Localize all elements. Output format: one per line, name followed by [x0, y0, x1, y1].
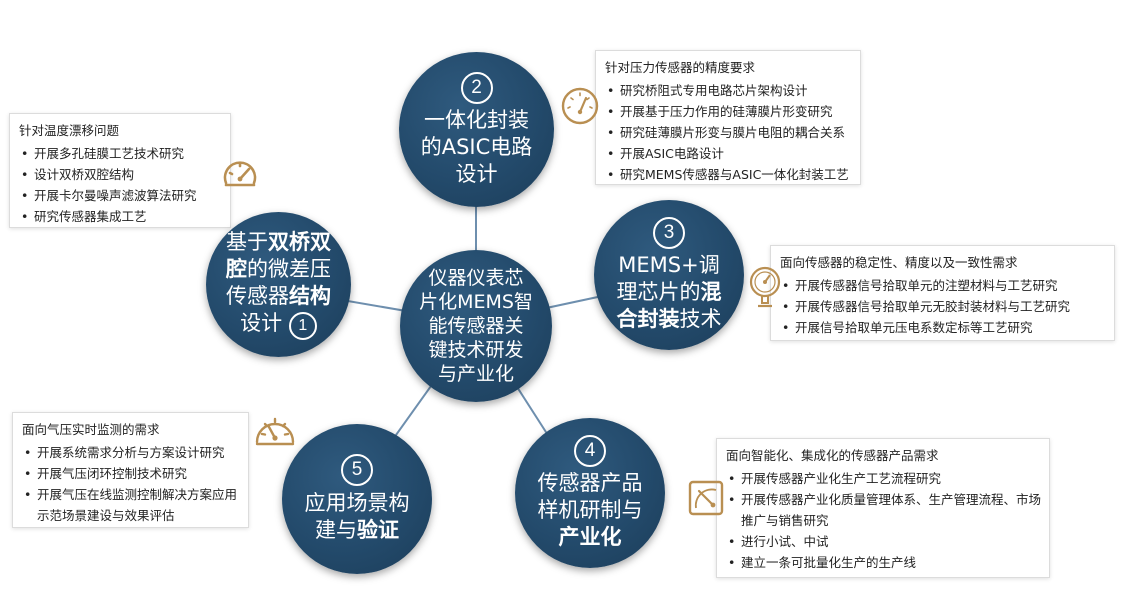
- node-line: 设计 1: [240, 310, 317, 340]
- list-item: 开展系统需求分析与方案设计研究: [22, 442, 240, 463]
- list-item: 开展基于压力作用的硅薄膜片形变研究: [605, 101, 852, 122]
- list-item: 开展传感器信号拾取单元的注塑材料与工艺研究: [780, 275, 1106, 296]
- node-line: 合封装技术: [617, 306, 722, 333]
- info-box-heading: 面向气压实时监测的需求: [22, 422, 160, 437]
- node-text: 样机研制与: [537, 498, 643, 522]
- node-number-badge: 5: [341, 454, 373, 486]
- node-line: 腔的微差压: [226, 256, 331, 283]
- node-number-badge: 4: [574, 435, 606, 467]
- meter-icon: [688, 480, 724, 516]
- node-1: 基于双桥双 腔的微差压 传感器结构 设计 1: [206, 212, 351, 357]
- node-line: 一体化封装: [424, 107, 529, 132]
- list-item: 开展传感器信号拾取单元无胶封装材料与工艺研究: [780, 296, 1106, 317]
- node-text-bold: 混: [700, 280, 722, 304]
- node-text-bold: 腔: [226, 257, 247, 281]
- info-box-monitoring: 面向气压实时监测的需求 开展系统需求分析与方案设计研究 开展气压闭环控制技术研究…: [12, 412, 249, 528]
- list-item: 研究桥阻式专用电路芯片架构设计: [605, 80, 852, 101]
- node-number-badge: 3: [653, 217, 685, 249]
- list-item: 进行小试、中试: [726, 531, 1041, 552]
- node-line: 传感器产品: [538, 470, 643, 497]
- node-text: 设计: [240, 311, 283, 335]
- node-line: 理芯片的混: [617, 279, 722, 306]
- list-item: 开展多孔硅膜工艺技术研究: [19, 143, 222, 164]
- info-box-heading: 面向传感器的稳定性、精度以及一致性需求: [780, 255, 1018, 270]
- node-4: 4 传感器产品 样机研制与 产业化: [515, 418, 665, 568]
- node-text-bold: 验证: [357, 518, 399, 542]
- info-box-intelligent: 面向智能化、集成化的传感器产品需求 开展传感器产业化生产工艺流程研究 开展传感器…: [716, 438, 1050, 578]
- list-item: 开展信号拾取单元压电系数定标等工艺研究: [780, 317, 1106, 338]
- node-2: 2 一体化封装 的ASIC电路 设计: [399, 52, 554, 207]
- info-box-heading: 面向智能化、集成化的传感器产品需求: [726, 448, 939, 463]
- node-text: MEMS+调: [618, 253, 720, 277]
- node-line: 应用场景构: [305, 490, 410, 517]
- node-text: 的微差压: [247, 257, 331, 281]
- node-line: MEMS+调: [618, 252, 719, 279]
- node-text: 应用场景构: [304, 491, 410, 515]
- center-line: 与产业化: [437, 363, 514, 385]
- node-line: 的ASIC电路: [420, 134, 533, 159]
- list-item: 开展气压在线监测控制解决方案应用示范场景建设与效果评估: [22, 484, 240, 526]
- node-text: 建与: [315, 518, 357, 542]
- node-text: 技术: [679, 307, 722, 331]
- node-3: 3 MEMS+调 理芯片的混 合封装技术: [594, 200, 744, 350]
- list-item: 开展ASIC电路设计: [605, 143, 852, 164]
- list-item: 设计双桥双腔结构: [19, 164, 222, 185]
- node-text: 基于: [226, 230, 268, 254]
- center-line: 键技术研发: [428, 339, 524, 361]
- node-text-bold: 产业化: [558, 525, 622, 549]
- node-line: 设计: [455, 161, 498, 186]
- node-number-badge: 1: [288, 312, 317, 340]
- info-box-stability: 面向传感器的稳定性、精度以及一致性需求 开展传感器信号拾取单元的注塑材料与工艺研…: [770, 245, 1115, 341]
- node-line: 样机研制与: [538, 497, 643, 524]
- node-line: 基于双桥双: [226, 229, 331, 256]
- center-node: 仪器仪表芯 片化MEMS智 能传感器关 键技术研发 与产业化: [400, 250, 552, 402]
- node-number-badge: 2: [460, 71, 493, 104]
- node-5: 5 应用场景构 建与验证: [282, 424, 432, 574]
- list-item: 研究传感器集成工艺: [19, 206, 222, 227]
- node-text-bold: 双桥双: [268, 230, 331, 254]
- list-item: 开展传感器产业化质量管理体系、生产管理流程、市场推广与销售研究: [726, 489, 1041, 531]
- list-item: 研究硅薄膜片形变与膜片电阻的耦合关系: [605, 122, 852, 143]
- gauge-icon: [223, 161, 257, 187]
- center-line: 能传感器关: [428, 315, 524, 337]
- node-line: 传感器结构: [226, 283, 331, 310]
- gauge-icon: [255, 417, 295, 446]
- pressure-gauge-icon: [749, 266, 781, 308]
- list-item: 开展传感器产业化生产工艺流程研究: [726, 468, 1041, 489]
- list-item: 开展卡尔曼噪声滤波算法研究: [19, 185, 222, 206]
- gauge-icon: [561, 87, 599, 125]
- list-item: 建立一条可批量化生产的生产线: [726, 552, 1041, 573]
- node-line: 建与验证: [315, 517, 399, 544]
- info-box-temperature: 针对温度漂移问题 开展多孔硅膜工艺技术研究 设计双桥双腔结构 开展卡尔曼噪声滤波…: [9, 113, 231, 228]
- info-box-heading: 针对压力传感器的精度要求: [605, 60, 756, 75]
- center-line: 仪器仪表芯: [428, 267, 524, 289]
- list-item: 开展气压闭环控制技术研究: [22, 463, 240, 484]
- node-line: 产业化: [559, 524, 622, 551]
- node-text: 传感器: [226, 284, 289, 308]
- info-box-heading: 针对温度漂移问题: [19, 123, 120, 138]
- list-item: 研究MEMS传感器与ASIC一体化封装工艺: [605, 164, 852, 185]
- node-text-bold: 结构: [289, 284, 331, 308]
- node-text-bold: 合封装: [616, 307, 680, 331]
- node-text: 理芯片的: [616, 280, 701, 304]
- center-line: 片化MEMS智: [419, 291, 533, 313]
- node-text: 传感器产品: [537, 471, 643, 495]
- info-box-precision: 针对压力传感器的精度要求 研究桥阻式专用电路芯片架构设计 开展基于压力作用的硅薄…: [595, 50, 861, 185]
